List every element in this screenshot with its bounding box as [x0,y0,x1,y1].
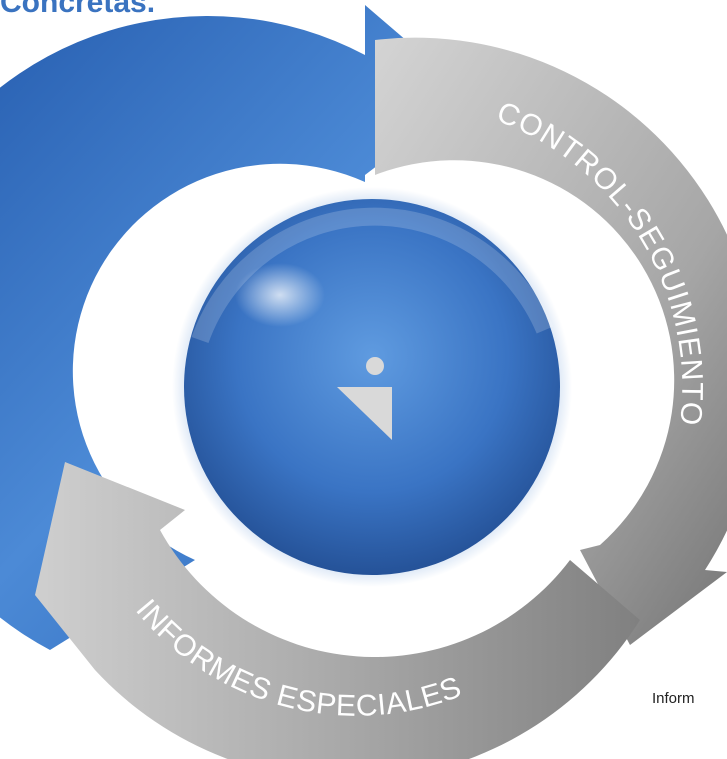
page-title: Concretas. [0,0,156,19]
sphere-sheen [191,207,554,344]
gray-cycle-arrow-informes [35,462,640,759]
sphere-highlight [235,263,325,327]
info-icon [337,357,392,440]
footer-text-fragment: Inform [652,690,695,707]
gray-cycle-arrow-control [375,37,727,645]
blue-cycle-arrow [0,5,470,650]
